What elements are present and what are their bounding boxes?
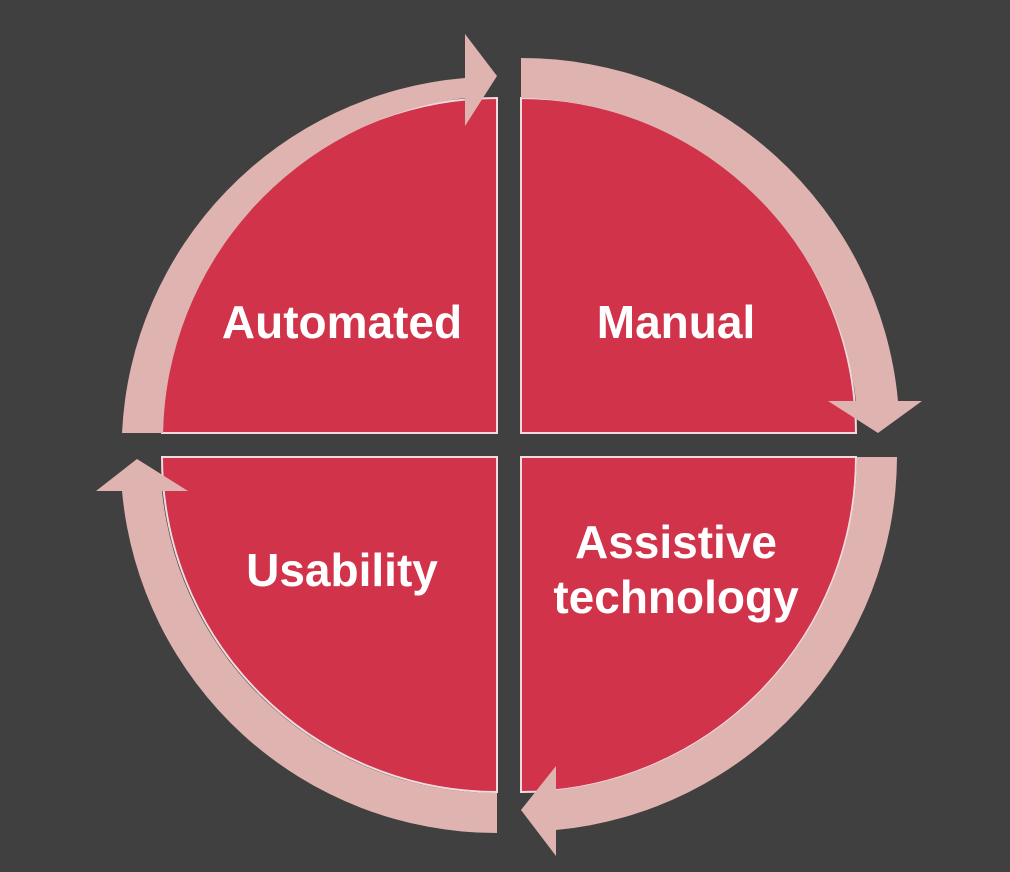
label-manual: Manual (597, 296, 755, 348)
arrow-top-right-icon (521, 57, 922, 434)
quadrant-bottom-left (160, 456, 498, 794)
labels: Automated Manual Assistive technology Us… (222, 296, 799, 623)
cycle-arrows (96, 34, 922, 856)
arrow-bottom-left-icon (96, 459, 497, 834)
arrow-top-left-icon (122, 34, 497, 433)
label-technology: technology (553, 571, 799, 623)
label-assistive: Assistive (575, 516, 777, 568)
label-usability: Usability (246, 544, 438, 596)
label-automated: Automated (222, 296, 462, 348)
quadrants (160, 96, 858, 794)
arrow-bottom-right-icon (521, 457, 897, 856)
